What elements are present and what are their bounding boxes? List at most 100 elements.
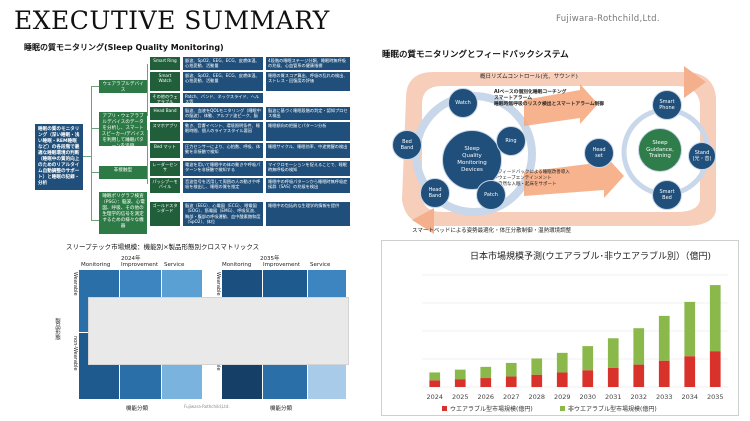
connector [91,172,99,173]
device-name: レーダーセンサ [150,161,180,176]
matrix-footer: Fujiwara-Rothchild,Ltd. [184,404,230,409]
bar-wearable [480,378,492,387]
device-outcome: 睡眠中の呼吸パターンから睡眠時無呼吸症候群（SAS）の兆候を検出 [266,178,350,193]
device-sensors: 脈波、SpO2、EEG、ECG、皮膚体温、心拍変動、活動量 [183,57,263,70]
device-outcome: 睡眠傾向の把握とパターン分析 [266,122,350,141]
device-name: Smart Watch [150,72,180,91]
bar-wearable [658,360,670,387]
redaction-box [88,297,349,365]
device-name: その他のウェアラブル [150,93,180,103]
bar-wearable [556,372,568,387]
market-forecast-chart-frame: 日本市場規模予測(ウエアラブル･非ウエアラブル別）（億円) 2024 2025 20… [381,240,739,416]
bar-wearable [633,364,645,387]
x-tick-label: 2033 [656,393,673,401]
device-name: パッシブ一モバイル [150,178,180,193]
bar-wearable [684,356,696,387]
circadian-label: 概日リズムコントロール(光、サウンド) [480,74,578,80]
device-sensors: 脳波（EEG）、心電図（ECG）、眼電図（EOG）、筋電図（EMG）、呼吸気流、… [183,202,263,226]
left-section-title: 睡眠の質モニタリング(Sleep Quality Monitoring) [24,43,224,52]
bar-non-wearable [454,369,466,380]
device-outcome: 睡眠サイクル、睡眠効率、中途覚醒の検出 [266,143,350,158]
matrix-year-2035: 2035年 [260,256,280,262]
neurofeedback-label: ニューロフィードバックによる睡眠改善導入 ブレインウェーブエンテインメント 光と… [480,170,570,187]
device-name: ゴールドスタンダード [150,202,180,226]
matrix-row-axis: 製品形態 [54,318,60,340]
patch-node: Patch [476,180,506,210]
diagram-title: 睡眠の質モニタリングとフィードバックシステム [382,50,569,60]
connector [91,220,99,221]
bar-non-wearable [531,358,543,375]
x-tick-label: 2031 [605,393,622,401]
page-title: EXECUTIVE SUMMARY [14,6,330,35]
device-name: Head Band [150,107,180,120]
device-sensors: 圧力センサーにより、心拍数、呼吸、体動を非接触で検知 [183,143,263,158]
matrix-title: スリープテック市場規模：機能別×製品形態別クロスマトリックス [66,243,260,251]
connector [147,130,148,184]
ai-coaching-label: AIベースの個別化睡眠コーチング スマートアラーム 睡眠時無呼吸のリスク検出とス… [494,90,605,108]
bar-non-wearable [505,362,517,377]
sleep-guidance-node: Sleep Guidance, Training [638,128,682,172]
x-tick-label: 2025 [452,393,469,401]
device-sensors: 電波を用いて睡眠中の体の動きや呼吸パターンを非接触で検知する [183,161,263,176]
legend-label: ウエアラブル型市場規模(億円) [450,405,533,413]
smart-phone-node: Smart Phone [652,90,682,120]
matrix-col-axis-a: 機能分類 [126,406,149,412]
matrix-col-monitoring-a: Monitoring [81,262,111,268]
company-name: Fujiwara-Rothchild,Ltd. [556,14,660,24]
device-outcome: 睡眠の質スコア算出、呼吸の乱れの検出、ストレス・回復度の評価 [266,72,350,91]
category-psg: 睡眠ポリグラフ検査（PSG）：脳波、心電図、呼吸、その他の生理学的信号を測定する… [99,192,147,234]
matrix-col-improvement-a: Improvement [121,262,158,268]
legend-label: 非ウエアラブル型市場規模(億円) [568,405,657,413]
x-tick-label: 2026 [477,393,494,401]
device-name: Smart Ring [150,57,180,70]
device-sensors: 脈波、SpO2、EEG、ECG、皮膚体温、心拍変動、活動量 [183,72,263,91]
ring-node: Ring [496,126,526,156]
device-outcome: 睡眠中の包括的な生理学的情報を提供 [266,202,350,226]
bar-non-wearable [633,328,645,365]
bar-wearable [505,376,517,387]
bed-band-node: Bed Band [392,130,422,160]
connector [91,86,92,220]
bar-non-wearable [607,338,619,368]
headset-node: Head set [584,138,614,168]
bar-wearable [709,351,721,387]
bar-wearable [531,374,543,387]
connector [91,86,99,87]
device-sensors: 音波信号を活用して周囲の人の動きや呼吸を検出し、睡眠の質を推定 [183,178,263,193]
x-tick-label: 2024 [426,393,443,401]
bar-non-wearable [556,352,568,373]
matrix-row-wearable-b: Wearable [215,272,221,296]
chart-title: 日本市場規模予測(ウエアラブル･非ウエアラブル別）（億円) [470,252,712,262]
device-name: スマホアプリ [150,122,180,141]
bar-non-wearable [684,301,696,357]
tree-root: 睡眠の質のモニタリング（深い睡眠・浅い睡眠・REM睡眠など）の各段階で最適な睡眠… [35,124,83,190]
x-tick-label: 2034 [681,393,698,401]
connector [83,156,91,157]
smart-bed-label: スマートベッドによる姿勢最適化・体圧分散制御・温熱環境調整 [412,228,572,234]
device-name: Bed マット [150,143,180,158]
matrix-col-axis-b: 機能分類 [270,406,293,412]
bar-non-wearable [582,346,594,371]
x-tick-label: 2028 [528,393,545,401]
x-tick-label: 2032 [630,393,647,401]
feedback-diagram: 概日リズムコントロール(光、サウンド) AIベースの個別化睡眠コーチング スマー… [384,60,736,234]
device-outcome: 脳波に基づく睡眠段階の判定・認知プロセス検出 [266,107,350,120]
stand-node: Stand (光・音) [688,142,716,170]
matrix-row-nonwearable-a: non-Wearable [72,336,78,371]
x-tick-label: 2027 [503,393,520,401]
device-outcome: マイクロモーションを捉えることで、睡眠時無呼吸の検知 [266,161,350,176]
bar-non-wearable [480,366,492,379]
bar-wearable [454,379,466,387]
bar-wearable [582,370,594,387]
x-tick-label: 2030 [579,393,596,401]
bar-wearable [607,367,619,387]
device-sensors: 脳波、血液をQOLモニタリング（睡眠中の脳波）、体動、アルファ波ピーク、脳のHR… [183,107,263,120]
matrix-row-wearable-a: Wearable [72,272,78,296]
device-sensors: Patch、バンド、ネックスライド、ヘルス等 [183,93,263,103]
connector [147,64,148,116]
legend-swatch [560,406,565,411]
matrix-col-service-a: Service [164,262,185,268]
bar-wearable [429,380,441,387]
device-outcome: 4段階の睡眠ステージ分類、睡眠時無呼吸の兆候、心血管系の健康指標 [266,57,350,70]
